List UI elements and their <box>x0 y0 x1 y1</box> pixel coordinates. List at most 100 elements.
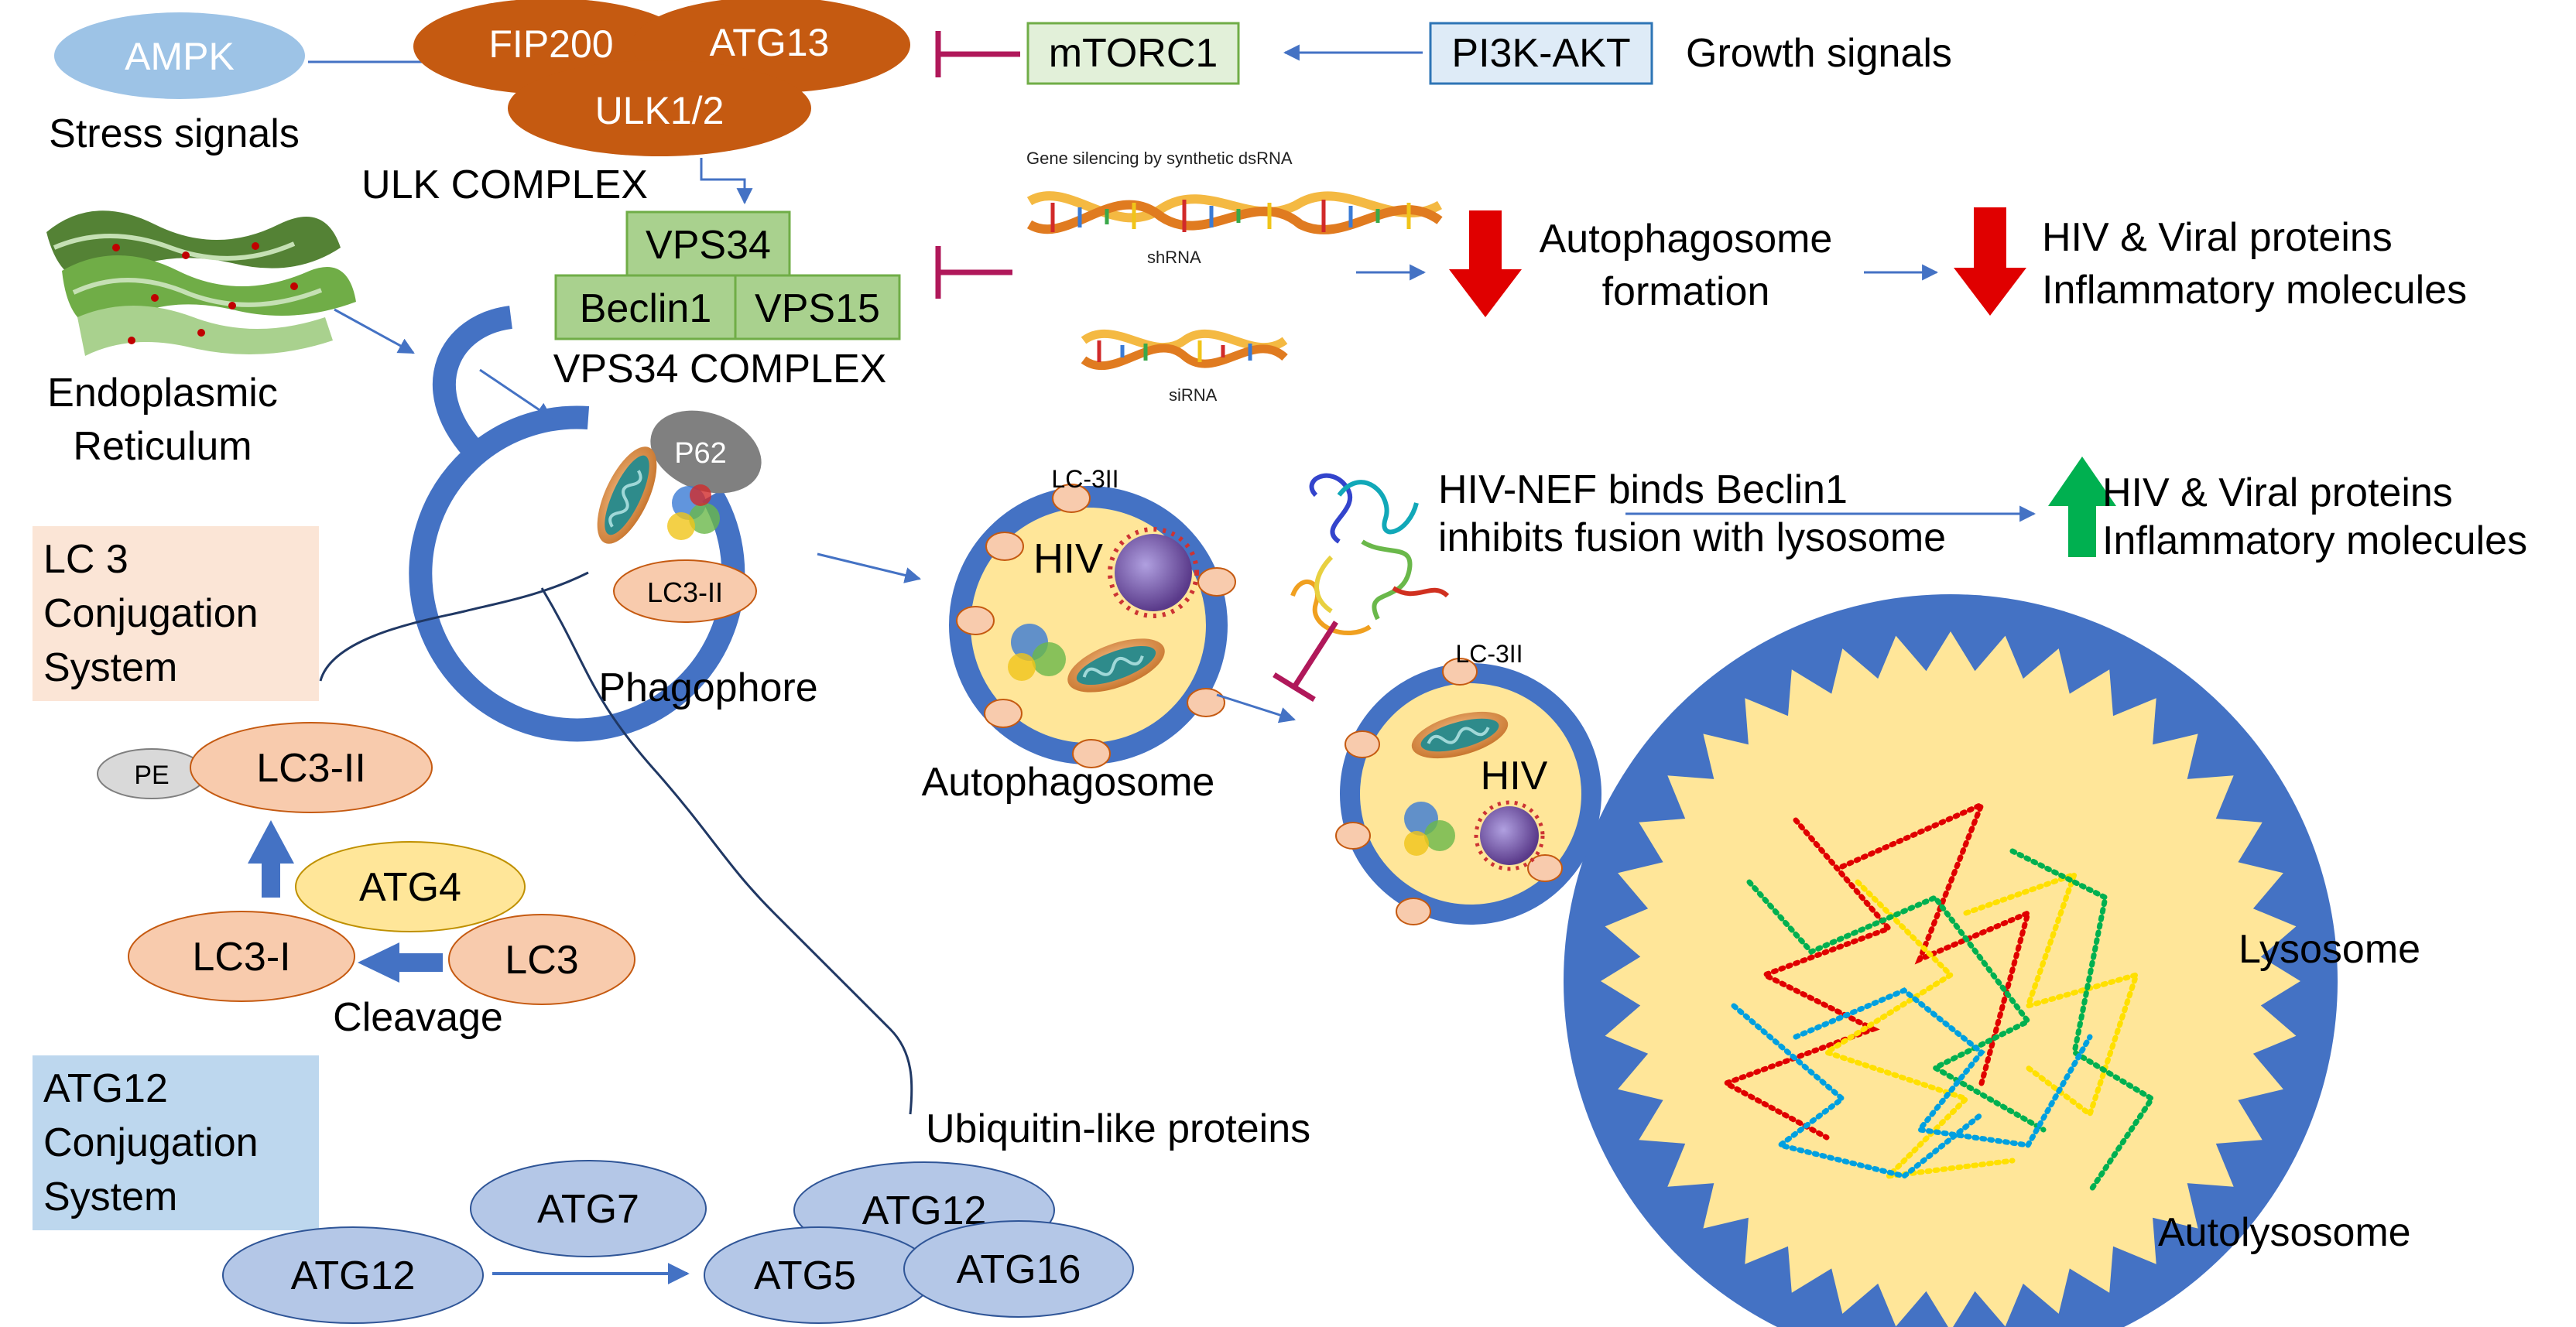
viral-proteins-down-line2: Inflammatory molecules <box>2042 268 2467 313</box>
hiv-virus-icon-2 <box>1474 800 1545 871</box>
stress-signals-label: Stress signals <box>49 111 300 156</box>
autophagosome-lc3-label: LC-3II <box>1051 465 1118 493</box>
shrna-helix-icon <box>1026 191 1443 234</box>
nef-group: HIV-NEF binds Beclin1 inhibits fusion wi… <box>1273 457 2527 702</box>
lc3i-oval <box>128 911 355 1002</box>
growth-signals-label: Growth signals <box>1686 31 1952 76</box>
shrna-label: shRNA <box>1147 248 1201 267</box>
vps15-box <box>734 274 901 340</box>
mtorc1-box <box>1026 22 1240 85</box>
er-to-phagophore-arrow <box>334 308 415 354</box>
autolysosome-label: Autolysosome <box>2158 1210 2411 1255</box>
nef-line2: inhibits fusion with lysosome <box>1438 515 1946 560</box>
ampk-label: AMPK <box>125 35 235 78</box>
beclin1-label: Beclin1 <box>580 286 712 331</box>
p62-oval <box>650 410 762 494</box>
lc3-system-box <box>33 526 319 701</box>
vps34-complex-label: VPS34 COMPLEX <box>553 347 887 392</box>
autolysosome-hiv-label: HIV <box>1481 754 1548 799</box>
atg13-label: ATG13 <box>710 21 830 64</box>
atg12-system-title2: Conjugation <box>43 1120 259 1165</box>
ulk-to-vps-arrow <box>700 158 753 205</box>
viral-proteins-up-line1: HIV & Viral proteins <box>2102 470 2453 515</box>
er-label-line2: Reticulum <box>73 424 252 469</box>
ulk12-oval <box>508 60 811 156</box>
atg7-label: ATG7 <box>537 1187 639 1232</box>
autophagosome-formation-line1: Autophagosome <box>1540 217 1833 262</box>
vps34-complex: VPS34 Beclin1 VPS15 VPS34 COMPLEX <box>553 210 1012 392</box>
er-icon <box>46 210 356 356</box>
protein-icon <box>667 484 720 540</box>
atg16-oval <box>903 1220 1134 1318</box>
vps34-label: VPS34 <box>646 223 771 268</box>
lysosome-label: Lysosome <box>2239 927 2420 972</box>
ubiquitin-connector <box>540 587 913 1115</box>
gene-silencing-title: Gene silencing by synthetic dsRNA <box>1026 149 1293 168</box>
autophagosome-hiv-label: HIV <box>1033 535 1103 582</box>
lc3-system-title1: LC 3 <box>43 537 128 582</box>
lysosome-lumen <box>1601 631 2300 1327</box>
down-arrow-icon-2 <box>1954 207 2026 316</box>
mitochondrion-icon <box>597 446 657 544</box>
ulk-complex-label: ULK COMPLEX <box>361 162 648 207</box>
isolation-membrane-arc <box>432 306 513 457</box>
pi3k-akt-box <box>1429 22 1653 85</box>
pi3k-akt-label: PI3K-AKT <box>1451 31 1630 76</box>
lc3i-label: LC3-I <box>192 935 290 980</box>
rna-inhibits-vps <box>935 246 1012 299</box>
ulk-complex: FIP200 ATG13 ULK1/2 ULK COMPLEX <box>361 0 910 207</box>
p62-label: P62 <box>674 437 727 470</box>
mitochondrion-icon-2 <box>1067 638 1165 693</box>
atg4-oval <box>295 841 526 932</box>
cleavage-label: Cleavage <box>333 995 503 1040</box>
up-arrow-icon <box>2048 457 2116 557</box>
atg16-label: ATG16 <box>957 1247 1081 1292</box>
autophagosome-label: Autophagosome <box>922 760 1215 805</box>
mtorc1-label: mTORC1 <box>1049 31 1218 76</box>
phagophore-group: P62 LC3-II Phagophore <box>409 306 922 742</box>
er-label-line1: Endoplasmic <box>47 371 278 416</box>
sirna-helix-icon <box>1081 329 1288 371</box>
lc3ii-oval <box>190 722 433 813</box>
atg12-system-title3: System <box>43 1175 177 1219</box>
signals-group: AMPK Stress signals mTORC1 PI3K-AKT Grow… <box>49 12 1952 156</box>
lc3ii-phagophore-label: LC3-II <box>647 576 723 608</box>
vps34-box <box>625 210 791 277</box>
nef-protein-icon <box>1290 473 1450 635</box>
atg12-system-title1: ATG12 <box>43 1066 168 1111</box>
vps15-label: VPS15 <box>755 286 880 331</box>
mtorc1-inhibits-ulk <box>935 31 1020 77</box>
autophagosome-formation-line2: formation <box>1602 269 1770 314</box>
nef-inhibits-fusion <box>1273 621 1338 702</box>
ampk-oval <box>54 12 305 99</box>
lc3-conjugation-system: LC 3 Conjugation System PE LC3-II ATG4 L… <box>33 526 635 1040</box>
lc3ii-label: LC3-II <box>256 746 366 791</box>
ubiquitin-label: Ubiquitin-like proteins <box>926 1106 1310 1151</box>
left-arrow-cleavage-icon <box>358 942 443 983</box>
gene-silencing-group: Gene silencing by synthetic dsRNA shRNA <box>1026 149 1443 405</box>
fip200-label: FIP200 <box>488 22 613 66</box>
autolysosome-lc3-label: LC-3II <box>1455 640 1523 668</box>
protein-icon-2 <box>1008 624 1066 681</box>
lc3-label: LC3 <box>505 938 578 983</box>
er-isolation-arrow <box>479 368 553 419</box>
viral-proteins-down-line1: HIV & Viral proteins <box>2042 215 2393 260</box>
viral-proteins-up-line2: Inflammatory molecules <box>2102 518 2527 563</box>
phagophore-membrane <box>409 405 745 742</box>
hiv-virus-icon <box>1108 527 1199 618</box>
beclin1-box <box>554 274 737 340</box>
atg12-conjugation-system: ATG12 Conjugation System ATG7 ATG12 ATG1… <box>33 587 1310 1324</box>
lysosome-contents <box>1719 799 2156 1195</box>
lc3ii-phagophore-oval <box>613 559 757 623</box>
phagophore-label: Phagophore <box>598 665 817 710</box>
autophagosome-to-autolysosome-arrow <box>1216 693 1297 723</box>
atg12-system-box <box>33 1055 319 1230</box>
up-arrow-lc3-icon <box>248 820 294 898</box>
lc3-system-title3: System <box>43 645 177 690</box>
lc3-oval <box>448 914 635 1005</box>
pe-label: PE <box>134 761 169 790</box>
autophagosome-group: LC-3II HIV Autophagosome <box>922 465 1297 805</box>
ulk12-label: ULK1/2 <box>595 89 724 132</box>
lc3-system-title2: Conjugation <box>43 591 259 636</box>
